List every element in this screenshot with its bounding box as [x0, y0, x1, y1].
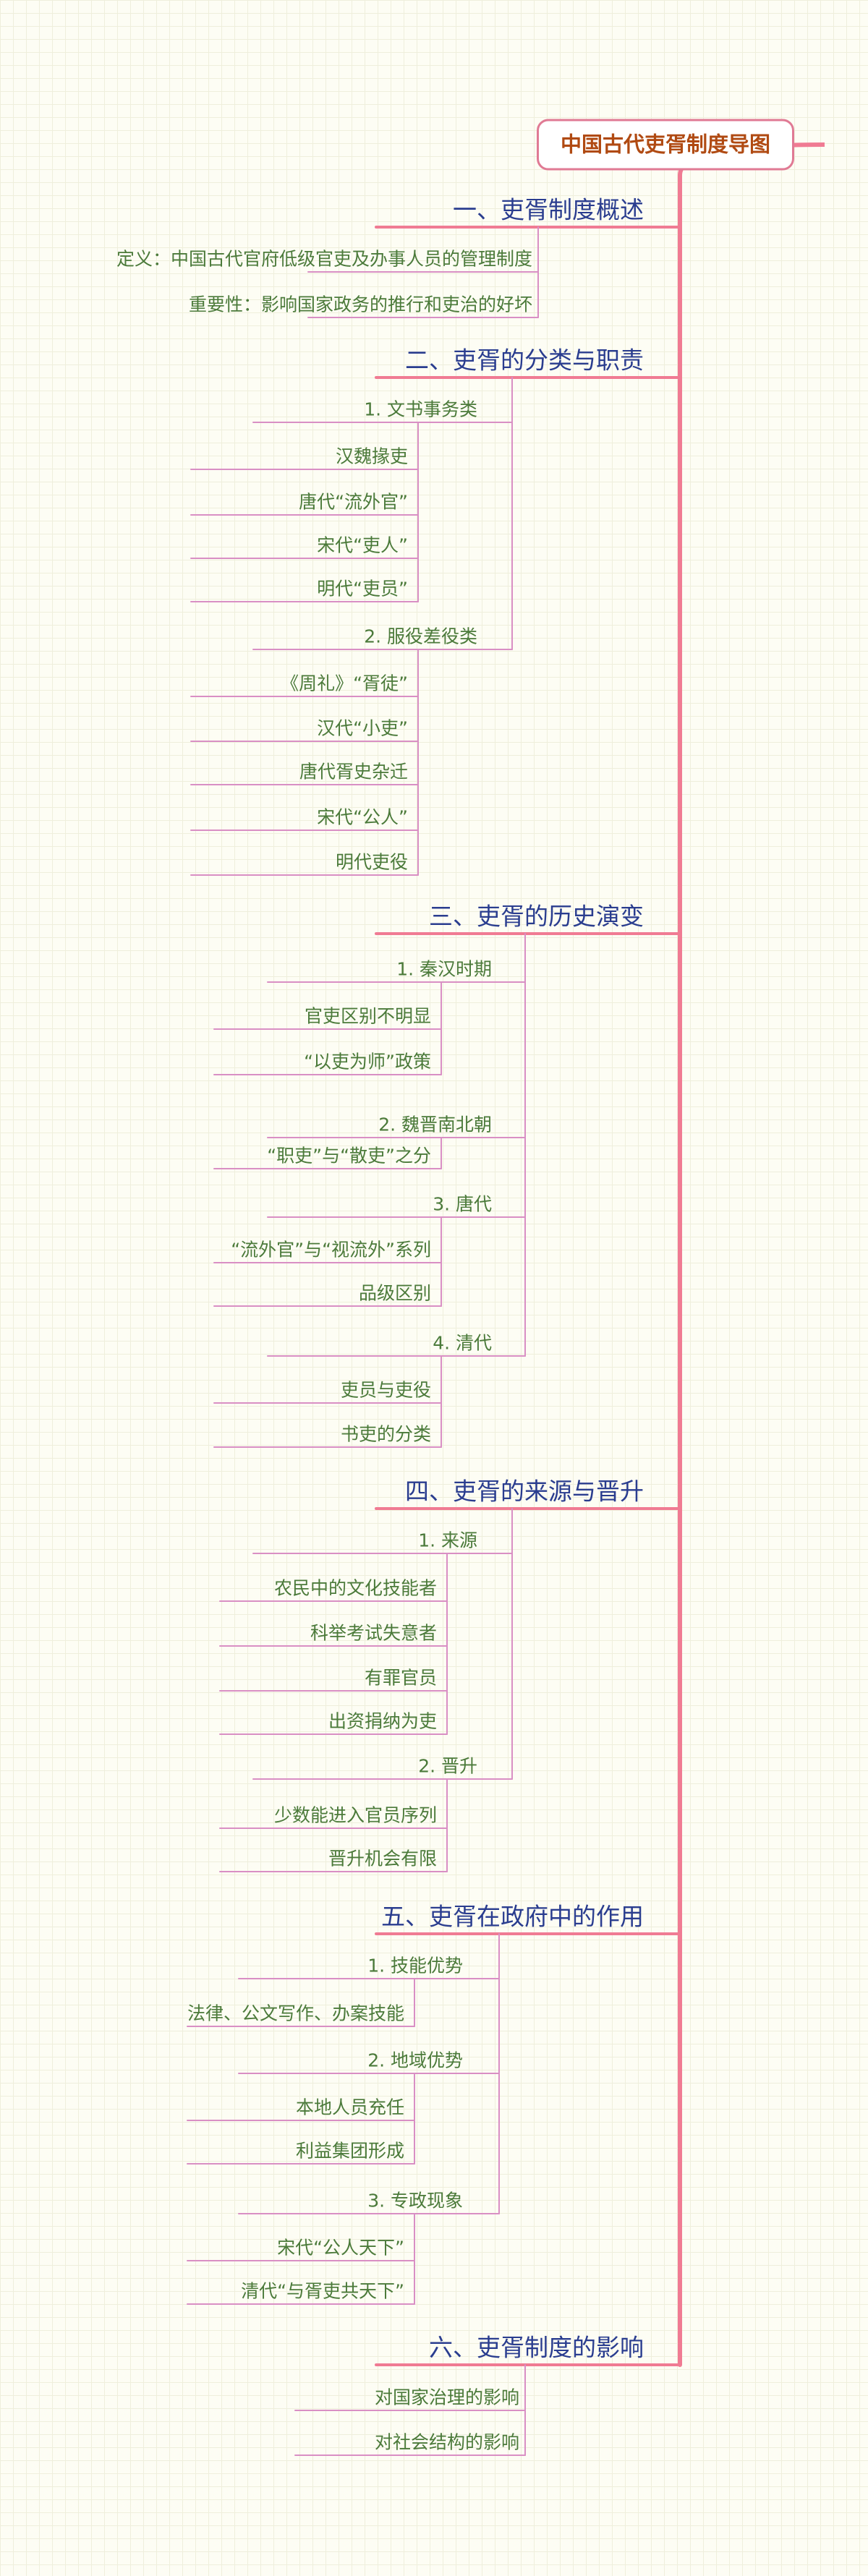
- section-3-item-4-leaf-2[interactable]: 书吏的分类: [340, 1423, 431, 1445]
- section-2-item-2-leaf-1[interactable]: 《周礼》“胥徒”: [281, 673, 408, 694]
- section-2-item-1-leaf-4[interactable]: 明代“吏员”: [317, 578, 408, 600]
- section-4[interactable]: 四、吏胥的来源与晋升: [405, 1477, 644, 1506]
- section-6-item-1[interactable]: 对国家治理的影响: [374, 2387, 519, 2408]
- section-1-item-1[interactable]: 定义：中国古代官府低级官吏及办事人员的管理制度: [116, 248, 532, 270]
- connector-lines: [187, 142, 825, 2456]
- section-5[interactable]: 五、吏胥在政府中的作用: [381, 1902, 644, 1931]
- section-4-item-1-leaf-4[interactable]: 出资捐纳为吏: [328, 1710, 437, 1732]
- section-2-item-2-leaf-2[interactable]: 汉代“小吏”: [317, 717, 408, 739]
- section-2-item-1-leaf-3[interactable]: 宋代“吏人”: [317, 534, 408, 556]
- section-3-item-3-leaf-1[interactable]: “流外官”与“视流外”系列: [231, 1239, 431, 1261]
- section-1-item-2[interactable]: 重要性：影响国家政务的推行和吏治的好坏: [188, 294, 532, 315]
- section-2-item-1-leaf-1[interactable]: 汉魏掾吏: [335, 445, 408, 467]
- section-5-item-3-leaf-2[interactable]: 清代“与胥吏共天下”: [241, 2280, 404, 2302]
- section-3-item-1-leaf-1[interactable]: 官吏区别不明显: [304, 1005, 431, 1027]
- section-4-item-1-leaf-3[interactable]: 有罪官员: [364, 1667, 437, 1689]
- section-4-item-2-leaf-2[interactable]: 晋升机会有限: [328, 1848, 437, 1869]
- section-5-item-1-leaf-1[interactable]: 法律、公文写作、办案技能: [187, 2003, 404, 2024]
- section-5-item-2-leaf-2[interactable]: 利益集团形成: [295, 2140, 404, 2162]
- section-1[interactable]: 一、吏胥制度概述: [453, 195, 644, 224]
- section-4-item-2[interactable]: 2. 晋升: [418, 1755, 477, 1777]
- section-3-item-1[interactable]: 1. 秦汉时期: [396, 958, 492, 980]
- section-4-item-1-leaf-2[interactable]: 科举考试失意者: [310, 1622, 437, 1644]
- section-5-item-3[interactable]: 3. 专政现象: [367, 2190, 463, 2212]
- section-3-item-3[interactable]: 3. 唐代: [433, 1193, 492, 1215]
- section-4-item-1-leaf-1[interactable]: 农民中的文化技能者: [273, 1577, 437, 1599]
- section-2-item-2-leaf-5[interactable]: 明代吏役: [335, 851, 408, 873]
- root-title-node[interactable]: 中国古代吏胥制度导图: [537, 119, 795, 171]
- section-2-item-2-leaf-3[interactable]: 唐代胥史杂迁: [299, 761, 408, 782]
- section-6[interactable]: 六、吏胥制度的影响: [429, 2333, 644, 2362]
- section-2[interactable]: 二、吏胥的分类与职责: [405, 346, 644, 375]
- section-2-item-1[interactable]: 1. 文书事务类: [364, 398, 477, 420]
- section-5-item-2-leaf-1[interactable]: 本地人员充任: [295, 2097, 404, 2118]
- section-5-item-1[interactable]: 1. 技能优势: [367, 1955, 463, 1976]
- section-6-item-2[interactable]: 对社会结构的影响: [374, 2431, 519, 2453]
- section-3-item-3-leaf-2[interactable]: 品级区别: [358, 1282, 431, 1304]
- section-2-item-1-leaf-2[interactable]: 唐代“流外官”: [299, 491, 408, 513]
- section-3-item-1-leaf-2[interactable]: “以吏为师”政策: [304, 1051, 431, 1072]
- section-2-item-2-leaf-4[interactable]: 宋代“公人”: [317, 806, 408, 828]
- section-3-item-2-leaf-1[interactable]: “职吏”与“散吏”之分: [267, 1145, 431, 1167]
- section-3-item-4-leaf-1[interactable]: 吏员与吏役: [340, 1379, 431, 1401]
- section-5-item-3-leaf-1[interactable]: 宋代“公人天下”: [277, 2237, 404, 2259]
- section-3-item-4[interactable]: 4. 清代: [433, 1332, 492, 1354]
- section-5-item-2[interactable]: 2. 地域优势: [367, 2050, 463, 2071]
- section-4-item-2-leaf-1[interactable]: 少数能进入官员序列: [273, 1804, 437, 1826]
- section-2-item-2[interactable]: 2. 服役差役类: [364, 626, 477, 647]
- section-3-item-2[interactable]: 2. 魏晋南北朝: [378, 1114, 492, 1135]
- section-3[interactable]: 三、吏胥的历史演变: [429, 902, 644, 931]
- section-4-item-1[interactable]: 1. 来源: [418, 1530, 477, 1551]
